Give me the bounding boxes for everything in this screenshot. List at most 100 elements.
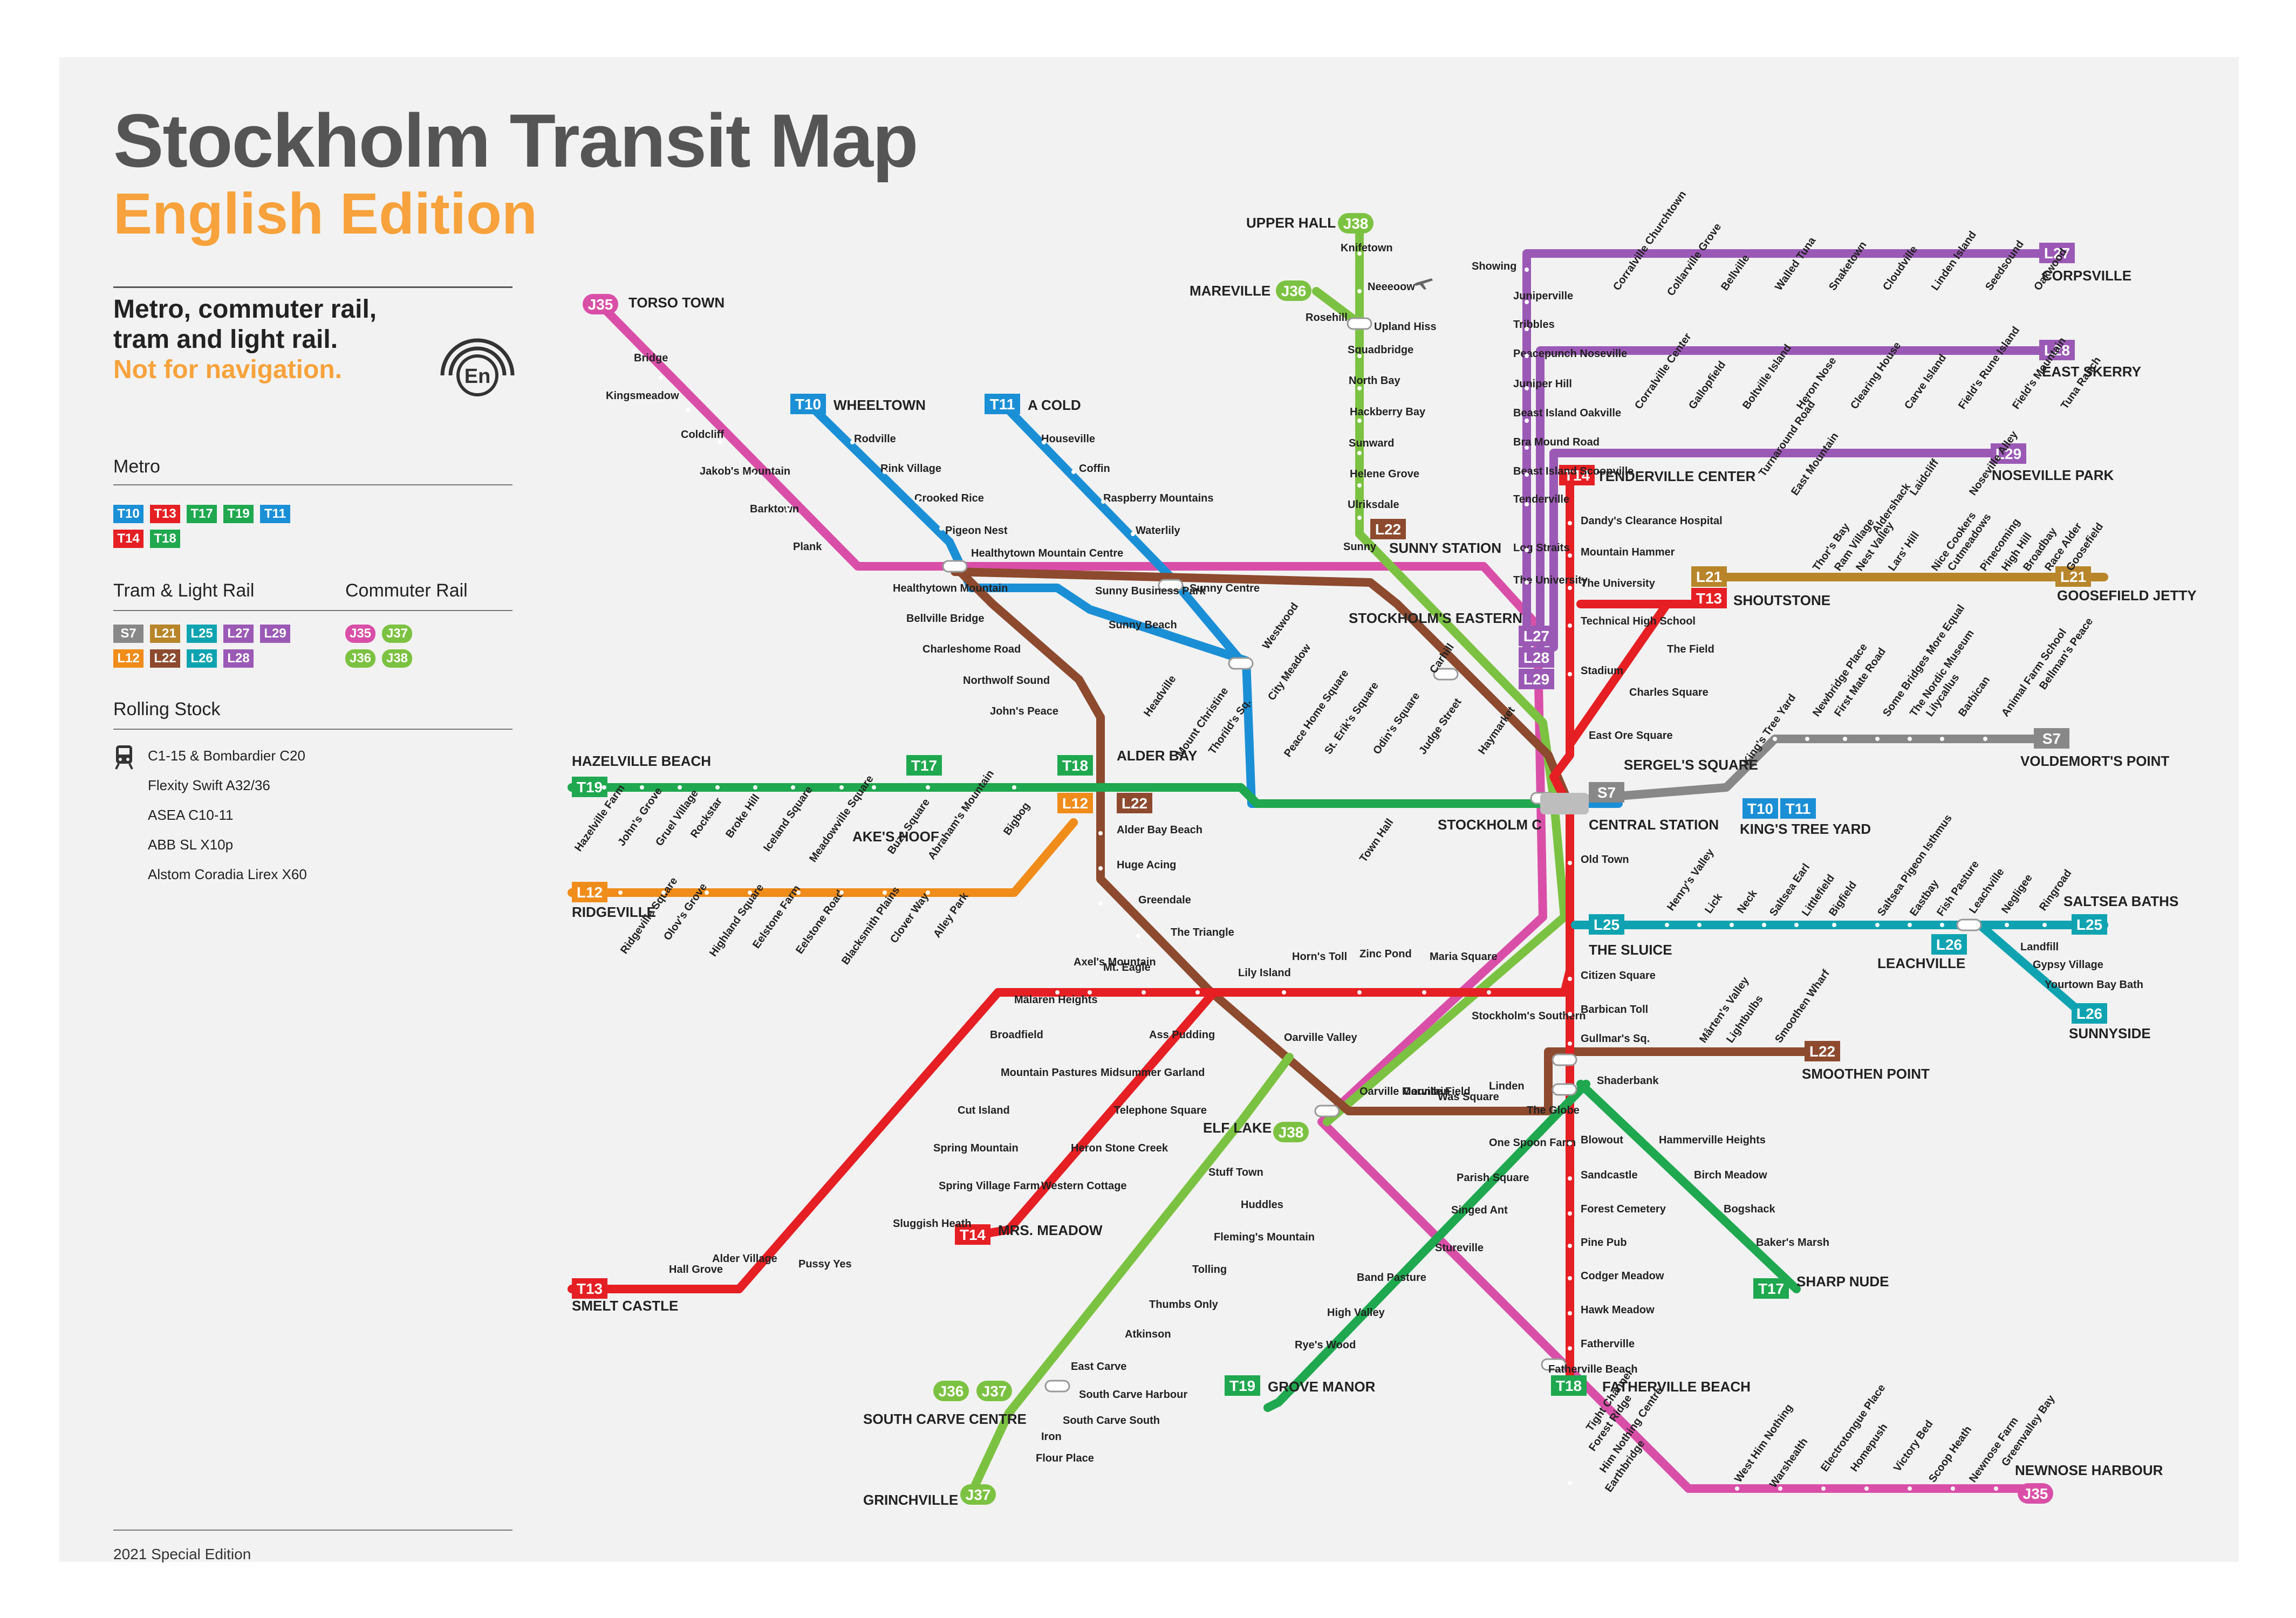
- station-label[interactable]: Thumbs Only: [1149, 1299, 1219, 1311]
- station-label[interactable]: Flour Place: [1036, 1452, 1094, 1464]
- station-label[interactable]: Iceland Square: [761, 784, 815, 854]
- station-label[interactable]: The Triangle: [1171, 927, 1234, 938]
- map-badge-t18[interactable]: T18: [1551, 1375, 1587, 1396]
- station-label[interactable]: Midsummer Garland: [1101, 1067, 1205, 1079]
- station-label[interactable]: East Mountain: [1789, 430, 1841, 498]
- map-badge-l21[interactable]: L21: [2055, 566, 2091, 587]
- terminal-label[interactable]: SOUTH CARVE CENTRE: [863, 1411, 1027, 1427]
- station-label[interactable]: Fatherville Beach: [1548, 1363, 1638, 1375]
- station-label[interactable]: Kingsmeadow: [606, 390, 679, 402]
- station-label[interactable]: Abraham's Mountain: [926, 768, 996, 862]
- station-label[interactable]: Juniper Hill: [1513, 378, 1572, 390]
- terminal-label[interactable]: AKE'S HOOF: [852, 828, 939, 845]
- terminal-label[interactable]: TORSO TOWN: [628, 294, 725, 311]
- station-label[interactable]: Codger Meadow: [1581, 1270, 1664, 1282]
- station-label[interactable]: Alder Village: [712, 1253, 777, 1265]
- station-label[interactable]: Tribbles: [1513, 319, 1555, 331]
- station-label[interactable]: Tenderville: [1513, 493, 1569, 505]
- station-label[interactable]: Sandcastle: [1581, 1169, 1638, 1181]
- terminal-label[interactable]: SUNNYSIDE: [2069, 1025, 2151, 1041]
- station-label[interactable]: Victory Bed: [1891, 1418, 1936, 1474]
- station-label[interactable]: Houseville: [1041, 433, 1095, 445]
- station-label[interactable]: Mount Christine: [1174, 685, 1231, 759]
- terminal-label[interactable]: SUNNY STATION: [1389, 540, 1501, 556]
- station-label[interactable]: Baker's Marsh: [1756, 1237, 1829, 1249]
- line-t14[interactable]: [1549, 470, 1574, 1385]
- station-label[interactable]: Was Square: [1438, 1091, 1499, 1103]
- station-label[interactable]: Gypsy Village: [2033, 959, 2103, 971]
- station-label[interactable]: Ulriksdale: [1348, 499, 1399, 511]
- map-badge-t10[interactable]: T10: [790, 394, 826, 414]
- station-label[interactable]: Neeeoow: [1368, 281, 1415, 293]
- station-label[interactable]: Judge Street: [1417, 696, 1464, 757]
- station-label[interactable]: Yourtown Bay Bath: [2045, 979, 2143, 991]
- station-label[interactable]: Carve Island: [1902, 352, 1949, 412]
- station-label[interactable]: Alder Bay Beach: [1117, 824, 1202, 836]
- station-label[interactable]: Jakob's Mountain: [700, 465, 790, 477]
- station-label[interactable]: Birch Meadow: [1694, 1169, 1767, 1181]
- station-label[interactable]: Atkinson: [1125, 1328, 1171, 1340]
- line-l22[interactable]: [956, 567, 1105, 722]
- station-label[interactable]: South Carve South: [1063, 1415, 1160, 1427]
- terminal-label[interactable]: SERGEL'S SQUARE: [1624, 757, 1758, 773]
- station-label[interactable]: Mountain Pastures: [1001, 1067, 1097, 1079]
- map-badge-l25[interactable]: L25: [2072, 914, 2107, 935]
- terminal-label[interactable]: NEWNOSE HARBOUR: [2015, 1462, 2163, 1478]
- map-badge-l12[interactable]: L12: [572, 882, 607, 902]
- terminal-label[interactable]: SALTSEA BATHS: [2063, 893, 2178, 909]
- station-label[interactable]: Eelstone Road: [794, 888, 846, 956]
- station-label[interactable]: Greendale: [1138, 894, 1191, 906]
- terminal-label[interactable]: CORPSVILLE: [2042, 268, 2131, 284]
- map-badge-t18[interactable]: T18: [1057, 755, 1093, 776]
- line-j35[interactable]: [594, 299, 2027, 1493]
- station-label[interactable]: Rink Village: [880, 463, 941, 475]
- station-label[interactable]: Crooked Rice: [914, 492, 984, 504]
- station-label[interactable]: Odin's Square: [1371, 690, 1422, 757]
- station-label[interactable]: South Carve Harbour: [1079, 1389, 1187, 1401]
- map-badge-s7[interactable]: S7: [2034, 728, 2069, 749]
- station-label[interactable]: Huge Acing: [1117, 859, 1176, 871]
- terminal-label[interactable]: GOOSEFIELD JETTY: [2057, 587, 2197, 604]
- station-label[interactable]: Mt. Eagle: [1103, 962, 1151, 973]
- station-label[interactable]: Citizen Square: [1581, 970, 1656, 982]
- map-badge-s7[interactable]: S7: [1589, 782, 1624, 803]
- terminal-label[interactable]: RIDGEVILLE: [572, 904, 656, 920]
- station-label[interactable]: Raspberry Mountains: [1103, 492, 1213, 504]
- terminal-label[interactable]: STOCKHOLM'S EASTERN: [1349, 610, 1522, 626]
- station-label[interactable]: Landfill: [2020, 941, 2059, 953]
- map-badge-l29[interactable]: L29: [1991, 443, 2026, 464]
- station-label[interactable]: Field's Rune Island: [1956, 325, 2022, 412]
- station-label[interactable]: Spring Village Farm: [939, 1180, 1040, 1192]
- station-label[interactable]: Town Hall: [1357, 817, 1396, 865]
- line-l12[interactable]: [568, 818, 1078, 897]
- station-label[interactable]: Cut Island: [958, 1105, 1010, 1116]
- station-label[interactable]: Coldcliff: [681, 429, 724, 441]
- map-badge-t13[interactable]: T13: [1691, 588, 1727, 608]
- station-label[interactable]: Healthytown Mountain: [893, 582, 1008, 594]
- station-label[interactable]: Oarville Valley: [1284, 1032, 1358, 1044]
- station-label[interactable]: Telephone Square: [1114, 1105, 1207, 1116]
- station-label[interactable]: Band Pasture: [1357, 1272, 1426, 1284]
- map-badge-t11[interactable]: T11: [1780, 798, 1816, 819]
- station-label[interactable]: Huddles: [1241, 1199, 1283, 1211]
- map-badge-t14[interactable]: T14: [1559, 465, 1595, 485]
- terminal-label[interactable]: EAST SKERRY: [2042, 364, 2141, 380]
- station-label[interactable]: Fatherville: [1581, 1338, 1635, 1350]
- station-label[interactable]: Knifetown: [1341, 242, 1393, 254]
- station-label[interactable]: Heron Nose: [1794, 355, 1839, 412]
- map-badge-l12[interactable]: L12: [1057, 793, 1093, 813]
- station-label[interactable]: Rosehill: [1306, 312, 1348, 324]
- station-label[interactable]: Upland Hiss: [1374, 321, 1437, 333]
- station-label[interactable]: Charles Square: [1629, 687, 1709, 698]
- map-badge-l27[interactable]: L27: [1519, 626, 1554, 646]
- station-label[interactable]: Bra Mound Road: [1513, 436, 1600, 448]
- station-label[interactable]: Stuff Town: [1208, 1167, 1263, 1178]
- station-label[interactable]: Tolling: [1192, 1264, 1227, 1276]
- terminal-label[interactable]: SHOUTSTONE: [1733, 592, 1830, 608]
- station-label[interactable]: Pigeon Nest: [945, 525, 1008, 537]
- station-label[interactable]: One Spoon Farm: [1489, 1137, 1576, 1149]
- station-label[interactable]: The Globe: [1527, 1105, 1580, 1116]
- map-badge-l26[interactable]: L26: [2072, 1003, 2107, 1024]
- terminal-label[interactable]: SMOOTHEN POINT: [1802, 1066, 1930, 1082]
- line-s7[interactable]: [1587, 735, 2044, 803]
